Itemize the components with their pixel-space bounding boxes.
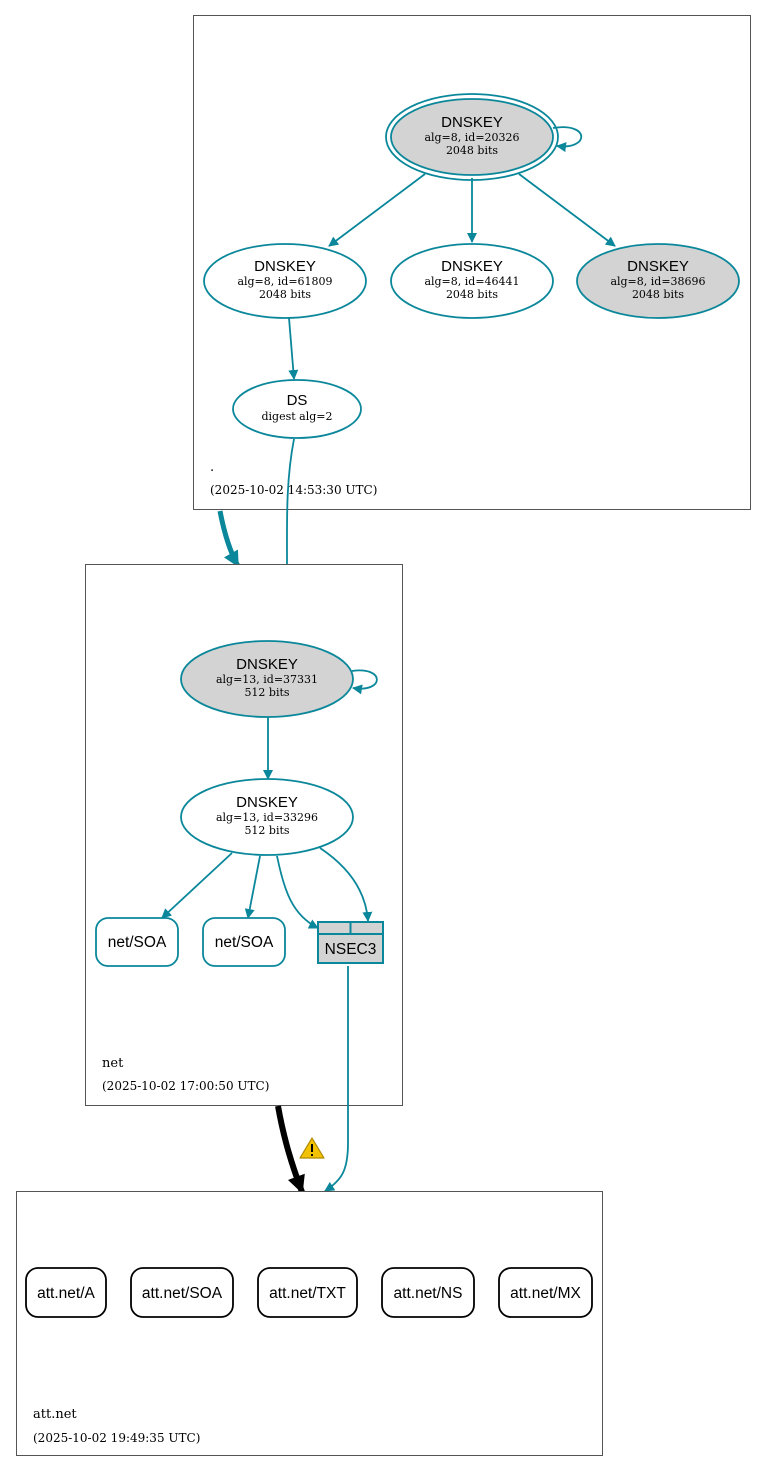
edge-33296-to-soa1: [161, 852, 233, 919]
edge-20326-self: [552, 126, 583, 153]
edge-61809-to-ds: [288, 317, 299, 380]
edge-nsec3-to-att: [324, 966, 349, 1192]
node-alg-id: alg=8, id=61809: [237, 275, 332, 288]
rrset-label: att.net/A: [37, 1285, 95, 1302]
zone-root-timestamp: (2025-10-02 14:53:30 UTC): [210, 483, 377, 497]
rrset-att-net-a: att.net/A: [25, 1267, 107, 1318]
node-dnskey-61809: DNSKEY alg=8, id=61809 2048 bits: [203, 243, 367, 319]
node-alg-id: alg=13, id=37331: [216, 673, 318, 686]
edge-37331-self: [351, 669, 378, 695]
nsec3-label: NSEC3: [325, 941, 377, 958]
node-title: DNSKEY: [441, 258, 503, 275]
node-alg-id: alg=8, id=38696: [610, 275, 705, 288]
zone-att-net: att.net (2025-10-02 19:49:35 UTC): [16, 1191, 603, 1456]
delegation-root-to-net: [217, 510, 241, 568]
zone-att-net-timestamp: (2025-10-02 19:49:35 UTC): [33, 1431, 200, 1445]
node-alg-id: alg=8, id=46441: [424, 275, 519, 288]
edge-20326-to-38696: [518, 173, 616, 247]
node-title: DNSKEY: [441, 114, 503, 131]
rrset-label: att.net/TXT: [269, 1285, 346, 1302]
node-title: DNSKEY: [236, 656, 298, 673]
node-alg-id: alg=13, id=33296: [216, 811, 318, 824]
rrset-att-net-soa: att.net/SOA: [130, 1267, 234, 1318]
node-dnskey-33296: DNSKEY alg=13, id=33296 512 bits: [180, 778, 354, 856]
rrset-att-net-txt: att.net/TXT: [257, 1267, 358, 1318]
node-net-soa-2: net/SOA: [202, 917, 286, 967]
delegation-net-to-att: [275, 1105, 305, 1194]
node-dnskey-37331: DNSKEY alg=13, id=37331 512 bits: [180, 640, 354, 718]
rrset-att-net-ns: att.net/NS: [381, 1267, 475, 1318]
node-title: DS: [287, 392, 308, 409]
node-bits: 2048 bits: [446, 288, 498, 301]
node-title: DNSKEY: [236, 794, 298, 811]
edge-33296-to-soa2: [244, 855, 261, 919]
node-bits: 512 bits: [244, 824, 289, 837]
rrset-label: att.net/SOA: [142, 1285, 223, 1302]
edge-33296-to-nsec3-a: [276, 855, 319, 929]
node-bits: 2048 bits: [259, 288, 311, 301]
node-bits: 2048 bits: [632, 288, 684, 301]
edge-20326-to-61809: [328, 173, 426, 247]
warning-triangle-icon: [299, 1137, 325, 1159]
zone-net-name: net: [102, 1056, 124, 1071]
rrset-label: att.net/NS: [394, 1285, 463, 1302]
zone-att-net-box: [16, 1191, 603, 1456]
node-nsec3: NSEC3: [317, 921, 384, 964]
node-alg-id: alg=8, id=20326: [424, 131, 519, 144]
node-ds: DS digest alg=2: [232, 379, 362, 439]
node-net-soa-1: net/SOA: [95, 917, 179, 967]
node-dnskey-38696: DNSKEY alg=8, id=38696 2048 bits: [576, 243, 740, 319]
rrset-label: att.net/MX: [510, 1285, 581, 1302]
edge-33296-to-nsec3-b: [319, 847, 373, 922]
rrset-label: net/SOA: [108, 934, 167, 951]
node-digest: digest alg=2: [261, 410, 332, 423]
node-bits: 2048 bits: [446, 144, 498, 157]
node-title: DNSKEY: [627, 258, 689, 275]
rrset-att-net-mx: att.net/MX: [498, 1267, 593, 1318]
node-title: DNSKEY: [254, 258, 316, 275]
zone-att-net-name: att.net: [33, 1407, 77, 1422]
zone-root-name: .: [210, 460, 214, 475]
node-dnskey-20326: DNSKEY alg=8, id=20326 2048 bits: [385, 93, 559, 181]
node-bits: 512 bits: [244, 686, 289, 699]
zone-net-timestamp: (2025-10-02 17:00:50 UTC): [102, 1079, 269, 1093]
rrset-label: net/SOA: [215, 934, 274, 951]
node-dnskey-46441: DNSKEY alg=8, id=46441 2048 bits: [390, 243, 554, 319]
